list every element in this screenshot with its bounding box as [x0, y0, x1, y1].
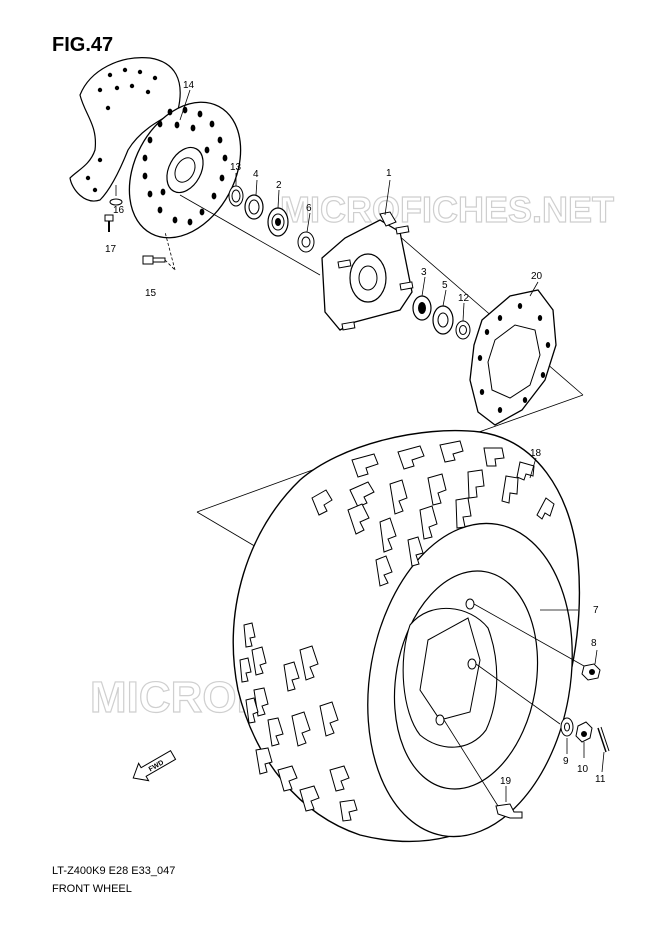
callout-17: 17: [105, 244, 117, 255]
callout-3: 3: [421, 267, 427, 278]
callout-9: 9: [563, 756, 569, 767]
disc-bolt-15: [142, 255, 166, 265]
callout-1: 1: [386, 168, 392, 179]
fwd-label: FWD: [148, 759, 165, 773]
model-code: LT-Z400K9 E28 E33_047: [52, 865, 176, 877]
brake-disc: [128, 101, 242, 239]
callout-16: 16: [113, 205, 125, 216]
callout-18: 18: [530, 448, 542, 459]
callout-19: 19: [500, 776, 512, 787]
fwd-direction-arrow: FWD: [132, 749, 177, 782]
oil-seal-5: [432, 305, 454, 335]
spacer-6: [297, 231, 315, 253]
oil-seal-4: [244, 194, 264, 220]
guard-bolt-17: [104, 214, 114, 232]
washer-9: [560, 717, 574, 737]
callout-8: 8: [591, 638, 597, 649]
callout-4: 4: [253, 169, 259, 180]
leader-lines: [115, 89, 605, 807]
castle-nut-10: [575, 721, 593, 743]
callout-20: 20: [531, 271, 543, 282]
callout-6: 6: [306, 203, 312, 214]
callout-labels: 1 2 3 4 5 6 7 8 9 10 11 12 13 14 15 16 1…: [105, 80, 606, 787]
callout-10: 10: [577, 764, 589, 775]
wheel-hub: [321, 211, 414, 331]
callout-5: 5: [442, 280, 448, 291]
callout-13: 13: [230, 162, 242, 173]
hub-plate-20: [469, 289, 557, 426]
washer-16: [109, 198, 123, 206]
spacer-13: [228, 185, 244, 207]
valve-19: [495, 803, 523, 819]
watermark-upper: MICROFICHES.NET: [280, 189, 614, 230]
wheel-rim: [393, 570, 539, 790]
wheel-nut-8: [581, 663, 601, 681]
callout-7: 7: [593, 605, 599, 616]
section-name: FRONT WHEEL: [52, 883, 132, 895]
bearing-2: [267, 207, 289, 237]
callout-14: 14: [183, 80, 195, 91]
callout-12: 12: [458, 293, 470, 304]
spacer-12: [455, 320, 471, 340]
callout-11: 11: [595, 774, 606, 785]
cotter-pin-11: [597, 726, 610, 753]
bearing-3: [412, 295, 432, 321]
callout-15: 15: [145, 288, 157, 299]
disc-guard: [69, 57, 181, 202]
disc-guard-holes: [85, 67, 158, 193]
figure-title: FIG.47: [52, 34, 114, 56]
callout-2: 2: [276, 180, 282, 191]
